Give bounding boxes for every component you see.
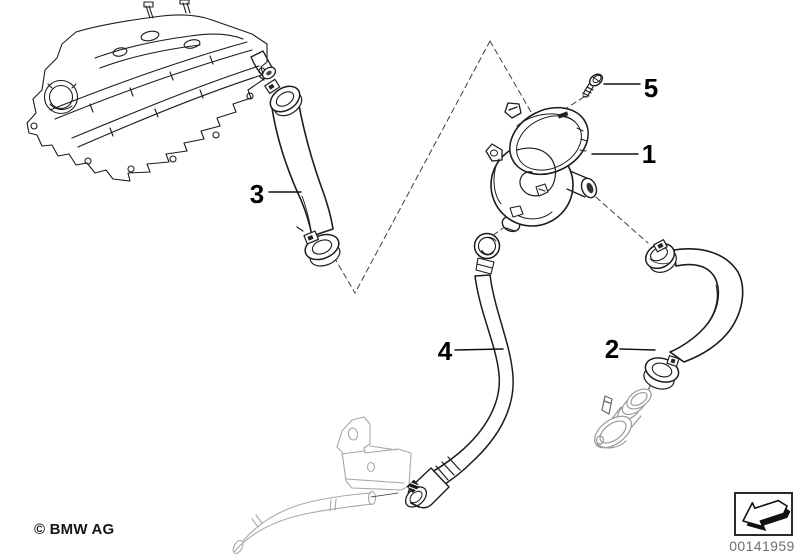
- callout-leader-lines: [268, 83, 656, 351]
- vent-hose-2-drawing: [643, 239, 744, 390]
- dipstick-pointer-line: [370, 492, 399, 498]
- callout-label-2[interactable]: 2: [604, 334, 620, 364]
- corner-arrow-icon: [742, 499, 791, 531]
- copyright-text: © BMW AG: [34, 521, 115, 538]
- callout-label-5[interactable]: 5: [643, 73, 659, 103]
- screw-drawing: [582, 73, 604, 98]
- vent-hose-3-drawing: [258, 75, 341, 267]
- elbow-fitting-drawing: [594, 388, 652, 449]
- callout-label-4[interactable]: 4: [437, 336, 453, 366]
- valve-cover-drawing: [26, 0, 277, 182]
- corner-arrow-plate[interactable]: [734, 492, 793, 536]
- image-number: 00141959: [729, 538, 795, 554]
- pressure-valve-drawing: [485, 102, 598, 233]
- callout-label-1[interactable]: 1: [641, 139, 657, 169]
- dipstick-tube-drawing: [232, 416, 412, 555]
- callout-label-3[interactable]: 3: [249, 179, 265, 209]
- vent-pipe-4-drawing: [404, 232, 514, 509]
